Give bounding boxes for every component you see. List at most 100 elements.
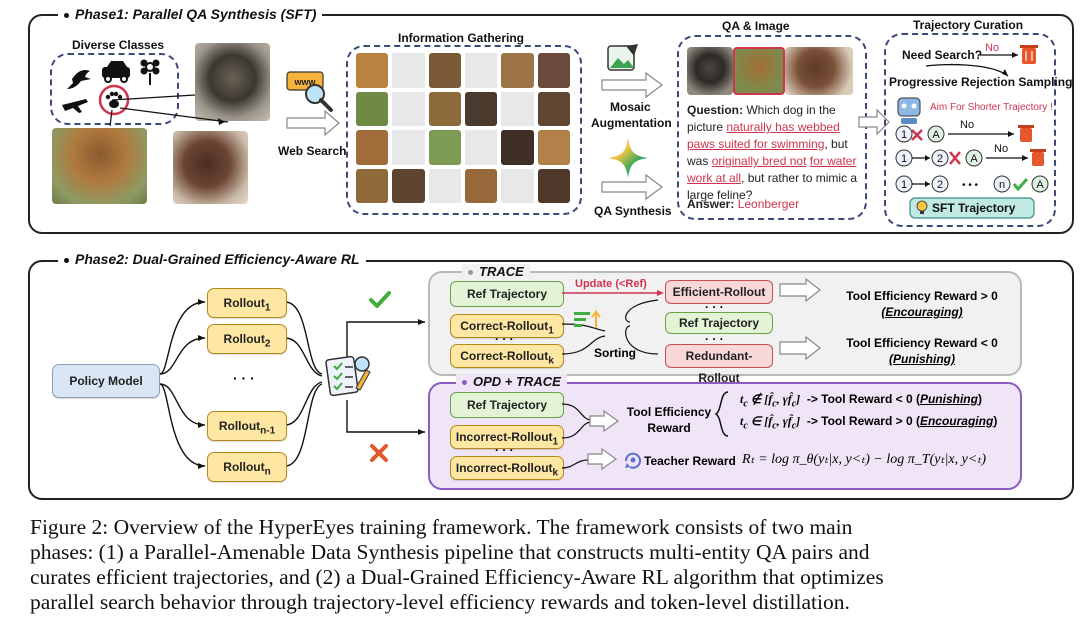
incorrect-dots: · · ·: [495, 443, 514, 457]
node-n-row3: n: [999, 179, 1005, 191]
web-search-label: Web Search: [278, 144, 347, 158]
image-edit-icon: [607, 44, 638, 71]
photo-leonberger: [52, 128, 147, 204]
diverse-classes-box: [50, 53, 179, 125]
node-1-row2: 1: [901, 153, 907, 165]
trash-icon: [1018, 125, 1034, 142]
node-a-row1: A: [932, 129, 940, 141]
reward-negative: Tool Efficiency Reward < 0(Punishing): [836, 335, 1008, 367]
incorrect-rollout-1: Incorrect-Rollout1: [450, 425, 564, 449]
search-result-grid: [356, 53, 570, 203]
reward-arrows: [779, 278, 821, 361]
correct-rollout-k: Correct-Rolloutk: [450, 344, 564, 368]
correct-rollout-1: Correct-Rollout1: [450, 314, 564, 338]
teacher-reward-label: Teacher Reward: [644, 454, 736, 468]
sft-trajectory-label: SFT Trajectory: [932, 201, 1016, 215]
rollout-n: Rolloutn: [207, 452, 287, 482]
node-1-row3: 1: [901, 179, 907, 191]
reward-brace: [714, 391, 729, 437]
trace-ref-trajectory-mid: Ref Trajectory: [665, 312, 773, 334]
phase1-title: Phase1: Parallel QA Synthesis (SFT): [58, 6, 323, 22]
aim-shorter-label: Aim For Shorter Trajectory !: [930, 102, 1053, 113]
caption-line-4: parallel search behavior through traject…: [30, 590, 850, 614]
diverse-classes-label: Diverse Classes: [72, 38, 165, 52]
condition-punishing: tc ∉ [f̂c, γf̂c] -> Tool Reward < 0 (Pun…: [740, 392, 982, 410]
figure-caption: Figure 2: Overview of the HyperEyes trai…: [30, 515, 1060, 615]
caption-line-1: Figure 2: Overview of the HyperEyes trai…: [30, 515, 853, 539]
trace-ref-trajectory: Ref Trajectory: [450, 281, 564, 307]
qa-answer: Answer: Leonberger: [687, 197, 800, 211]
node-2-row2: 2: [937, 153, 943, 165]
trash-icon: [1020, 45, 1038, 64]
class-connectors: [109, 94, 229, 127]
mosaic-image-3: [785, 47, 853, 95]
trace-connectors: [561, 290, 664, 355]
node-ellipsis: • • •: [962, 180, 979, 191]
opd-connectors: [561, 403, 620, 471]
tool-efficiency-reward-line2: Reward: [647, 421, 691, 435]
info-gathering-box: [346, 45, 582, 215]
node-a-row3: A: [1036, 179, 1044, 191]
redundant-dots: · · ·: [705, 332, 724, 346]
mosaic-label-1: Mosaic: [610, 100, 651, 114]
cross-icon: [370, 444, 388, 462]
qa-image-label: QA & Image: [722, 19, 790, 33]
robot-icon: [897, 97, 921, 124]
lightbulb-icon: [916, 200, 928, 214]
opd-ref-trajectory: Ref Trajectory: [450, 392, 564, 418]
node-2-row3: 2: [937, 179, 943, 191]
arrow-qa-synthesis: [601, 173, 663, 201]
caption-line-3: curates efficient trajectories, and (2) …: [30, 565, 884, 589]
update-label: Update (<Ref): [575, 278, 647, 290]
web-search-icon: www: [286, 71, 333, 112]
qa-synthesis-label: QA Synthesis: [594, 204, 672, 218]
incorrect-rollout-k: Incorrect-Rolloutk: [450, 456, 564, 480]
opd-trace-title: OPD + TRACE: [456, 374, 567, 389]
no-row1: No: [960, 119, 975, 131]
curation-graphics: 1 A 1 2 A 1 2 • • • n A: [895, 45, 1049, 219]
efficient-dots: · · ·: [705, 300, 724, 314]
car-icon: [102, 61, 130, 83]
reward-positive-text: Tool Efficiency Reward > 0: [846, 289, 998, 303]
sort-icon: [574, 309, 601, 328]
reward-positive: Tool Efficiency Reward > 0(Encouraging): [836, 288, 1008, 320]
gemini-star-icon: [608, 138, 648, 178]
mosaic-image-1: [687, 47, 733, 95]
rollout-n-1: Rolloutn-1: [207, 411, 287, 441]
photo-kelpie: [173, 131, 248, 204]
no-row2: No: [994, 143, 1009, 155]
mosaic-image-2: [733, 47, 785, 95]
redundant-rollout: Redundant-Rollout: [665, 344, 773, 385]
airplane-icon: [62, 99, 88, 113]
class-icons: [62, 59, 160, 116]
arrow-to-info: [286, 109, 340, 137]
phase2-title: Phase2: Dual-Grained Efficiency-Aware RL: [58, 251, 366, 267]
trash-icon: [1030, 149, 1046, 166]
photo-keeshond: [195, 43, 270, 121]
trace-title: TRACE: [462, 264, 530, 279]
phase2-connectors: [159, 299, 425, 469]
node-1-row1: 1: [901, 129, 907, 141]
bird-icon: [67, 70, 91, 89]
efficient-rollout: Efficient-Rollout: [665, 280, 773, 304]
trajectory-curation-label: Trajectory Curation: [913, 18, 1024, 32]
need-search-label: Need Search?: [902, 48, 983, 62]
policy-model-box: Policy Model: [52, 364, 160, 398]
caption-line-2: phases: (1) a Parallel-Amenable Data Syn…: [30, 540, 870, 564]
node-a-row2: A: [970, 153, 978, 165]
rollout-2: Rollout2: [207, 324, 287, 354]
rollout-1: Rollout1: [207, 288, 287, 318]
trajectory-curation-box: [884, 33, 1056, 227]
checklist-icon: [325, 355, 371, 397]
tool-efficiency-reward-line1: Tool Efficiency: [626, 405, 712, 419]
check-icon: [369, 291, 391, 308]
teacher-formula: Rₜ = log π_θ(yₜ|x, y<ₜ) − log π_T(yₜ|x, …: [742, 452, 987, 467]
sorting-label: Sorting: [594, 346, 636, 360]
arrow-to-curation: [858, 108, 890, 136]
mosaic-label-2: Augmentation: [591, 116, 672, 130]
rollout-vdots: · · ·: [233, 370, 255, 386]
reward-negative-text: Tool Efficiency Reward < 0: [846, 336, 998, 350]
flower-icon: [140, 59, 160, 85]
teacher-icon: [624, 452, 641, 469]
